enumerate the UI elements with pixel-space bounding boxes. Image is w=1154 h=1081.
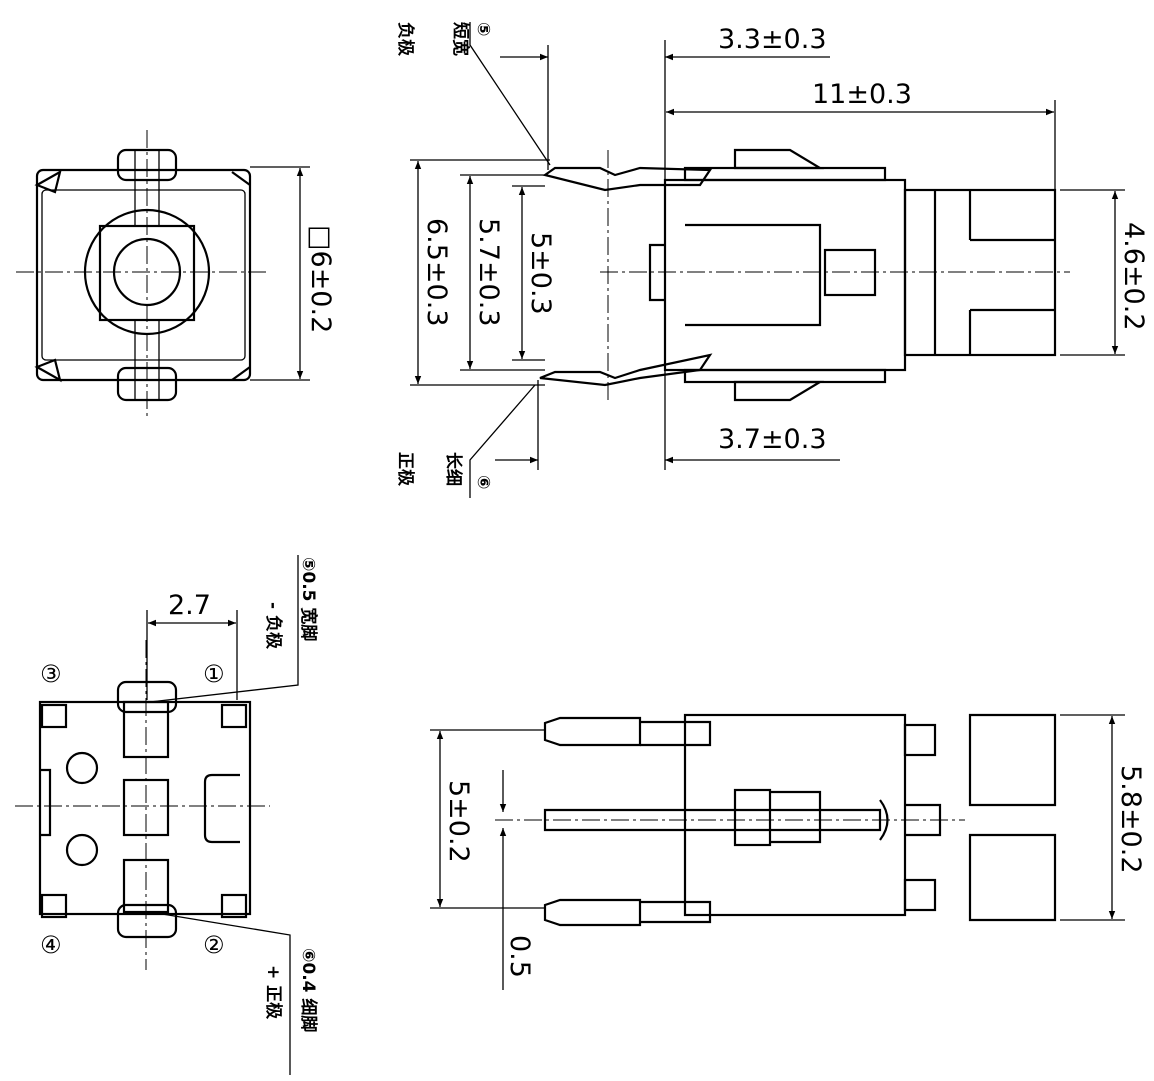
bottom-pin-marker: ⑥	[473, 475, 493, 489]
pin-label-2: ②	[203, 931, 225, 959]
dim-square-size: □6±0.2	[305, 225, 336, 333]
dim-height: 5.8±0.2	[1115, 765, 1146, 874]
top-pin-polarity: 负极	[395, 22, 416, 56]
dim-small: 0.5	[504, 935, 535, 978]
dim-bottom-offset: 3.7±0.3	[718, 424, 827, 455]
dim-right-height: 4.6±0.2	[1118, 222, 1149, 331]
thin-pin-polarity: + 正极	[263, 965, 283, 1019]
top-pin-marker: ⑤	[473, 22, 493, 36]
dim-mid-height: 5.7±0.3	[473, 218, 504, 327]
pin-label-1: ①	[203, 660, 225, 688]
pin-label-4: ④	[40, 931, 62, 959]
top-view: 5±0.2 5.8±0.2 0.5	[430, 713, 1146, 990]
bottom-view: 2.7 ③ ① ④ ② ⑤0.5 宽脚 - 负极 ⑥0.4 细脚 + 正极	[15, 555, 319, 1075]
front-view: □6±0.2	[16, 130, 336, 420]
side-view: 3.3±0.3 11±0.3 3.7±0.3 6.5±0.3 5.7±0.3 5…	[395, 22, 1149, 498]
dim-outer-height: 6.5±0.3	[421, 218, 452, 327]
wide-pin-label: ⑤0.5 宽脚	[298, 557, 319, 641]
dim-top-offset: 3.3±0.3	[718, 24, 827, 55]
wide-pin-polarity: - 负极	[263, 602, 284, 649]
dim-pin-spacing: 5±0.2	[443, 780, 474, 863]
dim-length: 11±0.3	[812, 79, 912, 110]
top-pin-desc: 短宽	[450, 22, 471, 56]
pin-label-3: ③	[40, 660, 62, 688]
thin-pin-label: ⑥0.4 细脚	[298, 948, 319, 1032]
dim-pin-pitch: 2.7	[168, 590, 211, 621]
bottom-pin-desc: 长细	[443, 452, 464, 486]
bottom-pin-polarity: 正极	[395, 452, 415, 486]
dim-inner-height: 5±0.3	[525, 232, 556, 315]
